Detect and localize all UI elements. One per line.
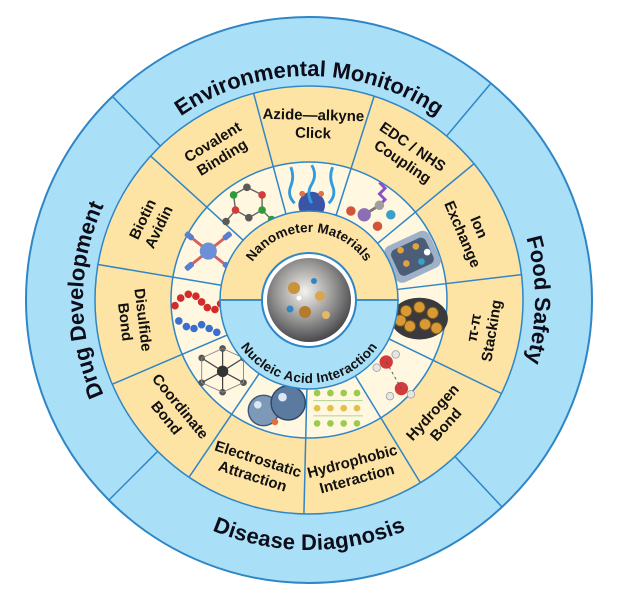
covalent-binding-icon xyxy=(222,183,276,226)
segment-label-6: HydrophobicInteraction xyxy=(306,442,404,500)
segment-label-line: Click xyxy=(295,125,332,143)
segment-icons xyxy=(171,164,448,427)
biotin-avidin-icon xyxy=(184,231,232,271)
coordinate-bond-icon xyxy=(198,345,247,396)
electrostatic-attraction-icon xyxy=(247,385,307,427)
segment-label-1: Azide—alkyneClick xyxy=(262,106,365,143)
ion-exchange-icon xyxy=(384,230,441,283)
segment-label-line: π-π xyxy=(464,312,485,343)
edc-nhs-coupling-icon xyxy=(346,181,396,231)
segment-label-line: Bond xyxy=(114,302,135,342)
hydrophobic-interaction-icon xyxy=(313,389,363,427)
segment-label-line: Azide—alkyne xyxy=(262,106,364,125)
hydrogen-bond-icon xyxy=(372,350,416,401)
outer-ring-dividers xyxy=(108,82,503,508)
segment-dividers xyxy=(97,93,522,514)
pi-stacking-icon xyxy=(390,297,448,340)
disulfide-bond-icon xyxy=(171,290,225,337)
core-circle xyxy=(219,210,399,390)
